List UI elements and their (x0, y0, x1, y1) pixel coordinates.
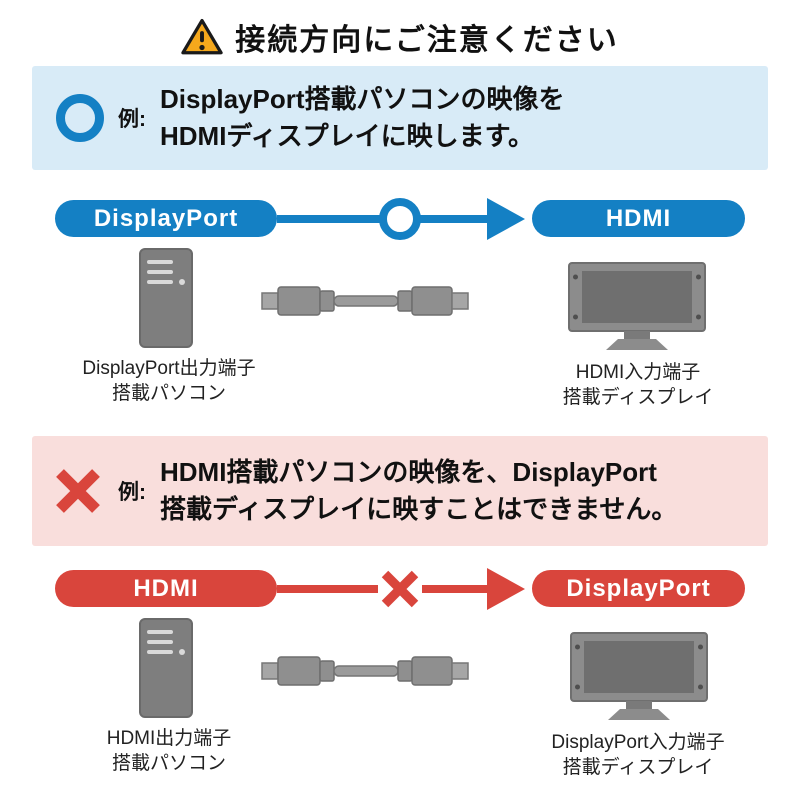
good-target-caption-line1: HDMI入力端子 (575, 362, 701, 383)
good-example-box: 例: DisplayPort搭載パソコンの映像を HDMIディスプレイに映します… (32, 66, 768, 170)
bad-target-caption-line2: 搭載ディスプレイ (562, 757, 714, 778)
good-target-caption-line2: 搭載ディスプレイ (562, 387, 714, 408)
bad-example-line1: HDMI搭載パソコンの映像を、DisplayPort (160, 457, 657, 487)
good-target-pill: HDMI (532, 200, 745, 237)
bad-example-label: 例: (118, 481, 146, 504)
good-target-caption: HDMI入力端子 搭載ディスプレイ (505, 360, 771, 410)
good-source-caption-line1: DisplayPort出力端子 (82, 358, 256, 379)
pc-tower-image (139, 248, 193, 353)
display-monitor-image (570, 632, 708, 725)
dp-to-hdmi-cable-image (260, 280, 470, 327)
bad-target-caption-line1: DisplayPort入力端子 (551, 732, 725, 753)
bad-source-pill: HDMI (55, 570, 277, 607)
warning-icon (181, 18, 223, 56)
pc-tower-image (139, 618, 193, 723)
bad-target-caption: DisplayPort入力端子 搭載ディスプレイ (498, 730, 778, 780)
bad-example-text: HDMI搭載パソコンの映像を、DisplayPort 搭載ディスプレイに映すこと… (160, 454, 677, 528)
page-title: 接続方向にご注意ください (235, 24, 619, 57)
bad-source-caption-line1: HDMI出力端子 (106, 728, 232, 749)
good-source-caption-line2: 搭載パソコン (111, 383, 226, 404)
display-monitor-image (568, 262, 706, 355)
good-source-pill: DisplayPort (55, 200, 277, 237)
bad-example-line2: 搭載ディスプレイに映すことはできません。 (160, 494, 678, 524)
cross-x-icon (54, 467, 102, 520)
bad-target-pill: DisplayPort (532, 570, 745, 607)
bad-cross-x-icon (378, 567, 422, 611)
good-example-label: 例: (118, 108, 146, 131)
good-ok-circle-icon (379, 198, 421, 240)
title-row: 接続方向にご注意ください (0, 14, 800, 60)
good-example-line2: HDMIディスプレイに映します。 (160, 121, 535, 151)
good-source-caption: DisplayPort出力端子 搭載パソコン (36, 356, 302, 406)
good-example-text: DisplayPort搭載パソコンの映像を HDMIディスプレイに映します。 (160, 81, 565, 155)
bad-source-caption: HDMI出力端子 搭載パソコン (36, 726, 302, 776)
bad-example-box: 例: HDMI搭載パソコンの映像を、DisplayPort 搭載ディスプレイに映… (32, 436, 768, 546)
bad-source-caption-line2: 搭載パソコン (111, 753, 226, 774)
ok-circle-icon (56, 94, 104, 142)
hdmi-to-dp-cable-image (260, 650, 470, 697)
good-example-line1: DisplayPort搭載パソコンの映像を (160, 84, 565, 114)
